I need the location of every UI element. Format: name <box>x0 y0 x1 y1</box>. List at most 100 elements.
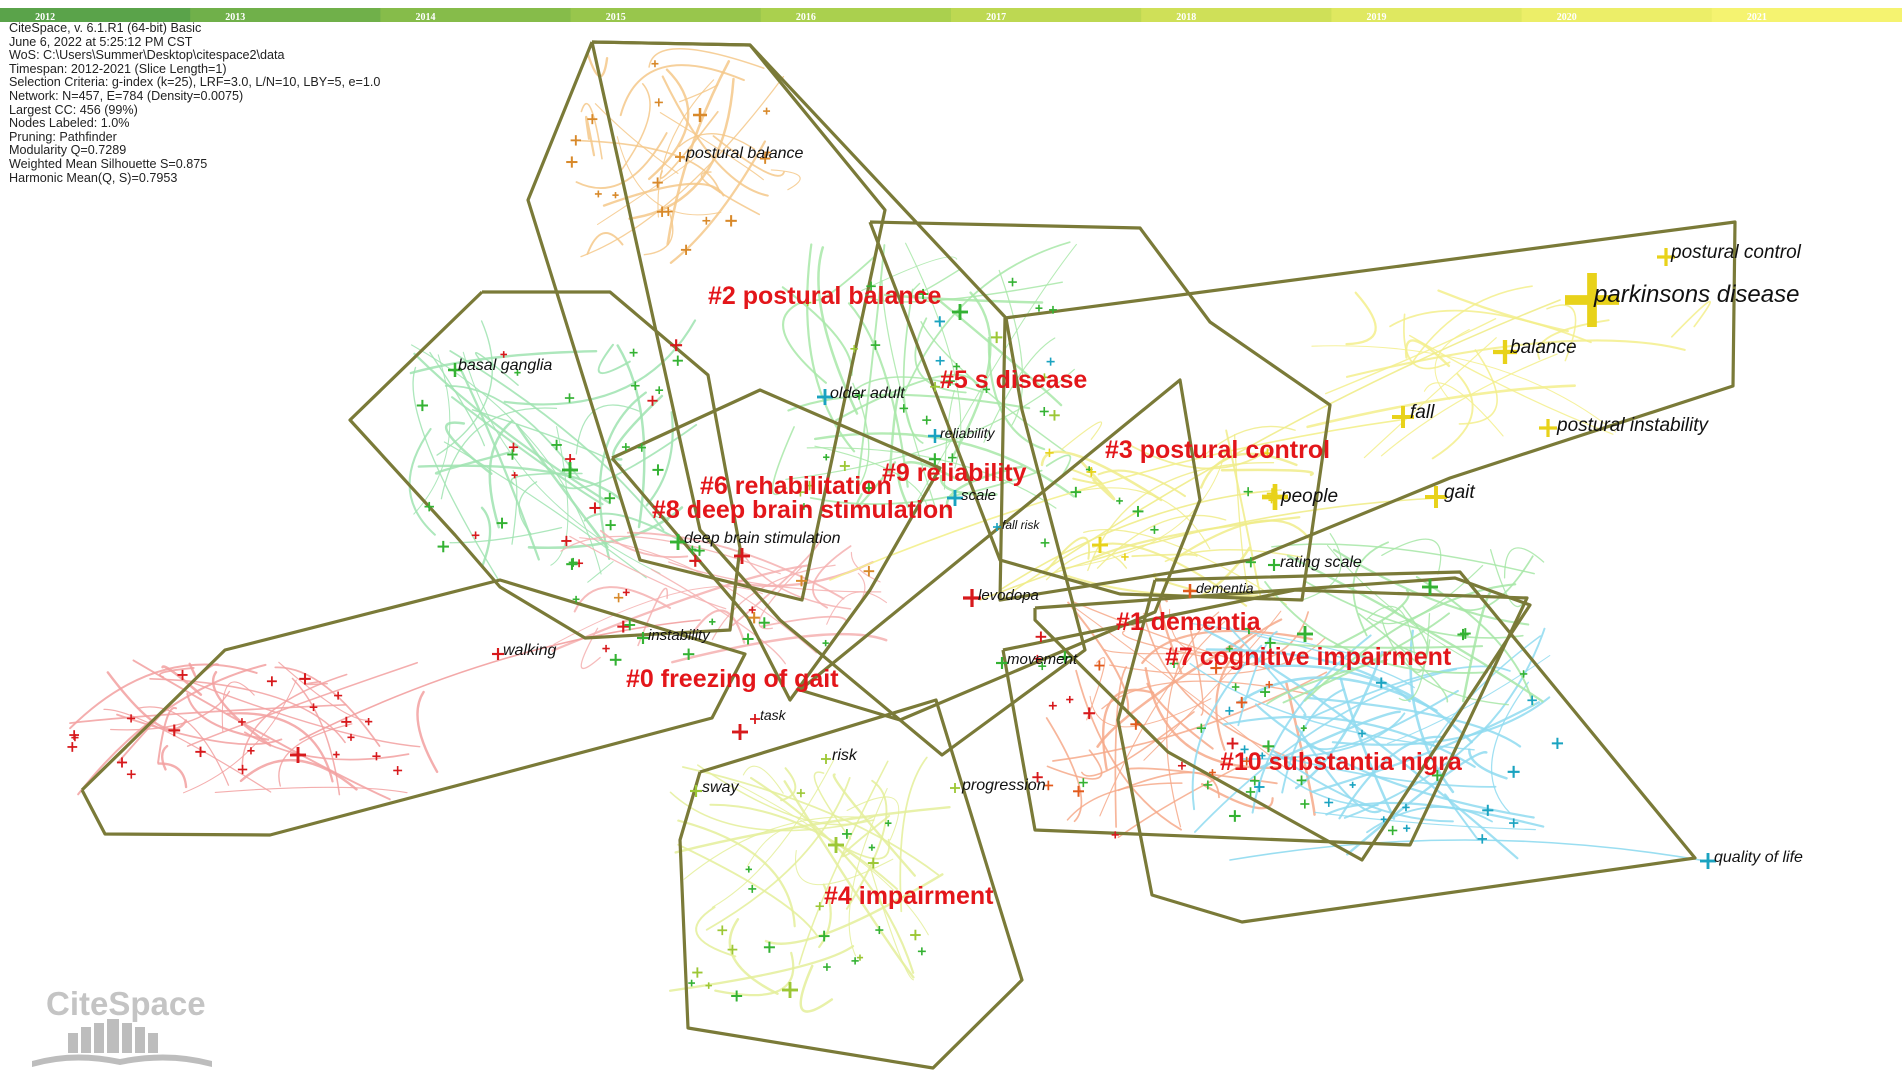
labeled-node <box>993 523 1001 531</box>
citation-link <box>648 68 690 181</box>
citation-link <box>602 182 725 207</box>
labeled-node <box>821 754 831 764</box>
citation-link <box>1398 612 1431 701</box>
citation-link <box>1152 572 1194 591</box>
citation-link <box>697 764 876 826</box>
node-label: walking <box>503 642 556 659</box>
citespace-logo: CiteSpace <box>32 985 212 1067</box>
network-node <box>613 593 624 603</box>
citation-link <box>596 152 700 226</box>
network-node <box>1094 660 1105 671</box>
network-node <box>1358 729 1366 738</box>
cluster-hull <box>610 388 942 702</box>
network-node <box>1260 687 1271 698</box>
labeled-node <box>637 632 649 644</box>
citation-link <box>1381 620 1509 706</box>
network-node <box>500 351 508 358</box>
network-node <box>982 385 991 393</box>
citation-link <box>711 758 835 908</box>
citation-link <box>413 352 611 505</box>
network-node <box>663 207 673 217</box>
network-node <box>863 482 875 494</box>
network-node <box>69 730 80 740</box>
citation-link <box>1045 550 1128 581</box>
citation-link <box>799 964 834 1013</box>
citation-link <box>569 535 727 610</box>
network-node <box>564 393 575 403</box>
citation-link <box>920 321 1066 453</box>
cluster-label: #2 postural balance <box>708 282 942 310</box>
network-node <box>507 449 518 460</box>
network-node <box>1242 756 1251 766</box>
citation-link <box>1228 626 1307 717</box>
citation-link <box>69 663 258 730</box>
network-node <box>621 443 630 451</box>
timeline-segment <box>380 8 572 22</box>
network-node <box>511 472 518 479</box>
labeled-node <box>952 304 968 320</box>
citation-link <box>161 665 203 696</box>
network-node <box>570 135 582 146</box>
labeled-node <box>732 724 748 740</box>
network-node <box>647 395 658 406</box>
citation-link <box>1222 715 1476 768</box>
network-node <box>1066 695 1074 704</box>
network-node <box>655 386 664 395</box>
cluster-hull <box>998 220 1737 602</box>
citation-link <box>1239 712 1406 760</box>
citation-link <box>408 427 436 536</box>
network-node <box>1509 818 1519 828</box>
network-node <box>566 558 578 570</box>
network-node <box>1033 654 1042 663</box>
citation-link <box>440 407 558 500</box>
network-node <box>800 503 808 510</box>
citation-link <box>677 819 796 928</box>
citation-link <box>580 627 601 669</box>
network-summary: CiteSpace, v. 6.1.R1 (64-bit) Basic June… <box>9 21 380 185</box>
citation-link <box>278 661 370 721</box>
labeled-node <box>817 389 833 405</box>
citation-link <box>881 279 938 513</box>
network-node <box>1236 696 1248 709</box>
citation-link <box>616 136 722 216</box>
network-node <box>605 519 616 531</box>
timeline-year-label: 2012 <box>35 12 55 22</box>
citation-link <box>1405 639 1431 673</box>
network-node <box>1032 772 1043 783</box>
citation-link <box>1304 580 1524 639</box>
citation-link <box>770 169 801 191</box>
citation-link <box>1220 468 1314 477</box>
citation-link <box>158 666 195 679</box>
citation-link <box>459 367 540 561</box>
cluster-hull <box>1116 570 1697 924</box>
citation-link <box>1143 610 1282 761</box>
citation-link <box>480 506 492 568</box>
citation-link <box>573 586 672 613</box>
timeline-year-label: 2017 <box>986 12 1006 22</box>
timeline-segment <box>570 8 762 22</box>
citation-link <box>597 343 631 375</box>
network-node <box>1296 775 1307 786</box>
citation-link <box>917 243 1077 501</box>
citation-link <box>806 447 1057 509</box>
citation-link <box>674 805 951 854</box>
links-layer <box>69 48 1711 1013</box>
citation-link <box>694 609 746 644</box>
network-node <box>867 857 879 869</box>
network-node <box>1250 776 1260 786</box>
network-node <box>1210 662 1222 674</box>
network-node <box>568 557 578 567</box>
summary-line: Weighted Mean Silhouette S=0.875 <box>9 156 208 171</box>
node-label: parkinsons disease <box>1593 281 1799 308</box>
timeline-segment <box>1521 8 1713 22</box>
citation-link <box>106 671 188 731</box>
node-label: progression <box>961 777 1046 794</box>
network-node <box>930 381 940 392</box>
citation-link <box>587 561 614 583</box>
citation-link <box>795 849 894 886</box>
citation-link <box>1205 648 1411 703</box>
citation-link <box>1503 547 1545 579</box>
network-node <box>731 990 743 1002</box>
labeled-node <box>448 363 462 377</box>
